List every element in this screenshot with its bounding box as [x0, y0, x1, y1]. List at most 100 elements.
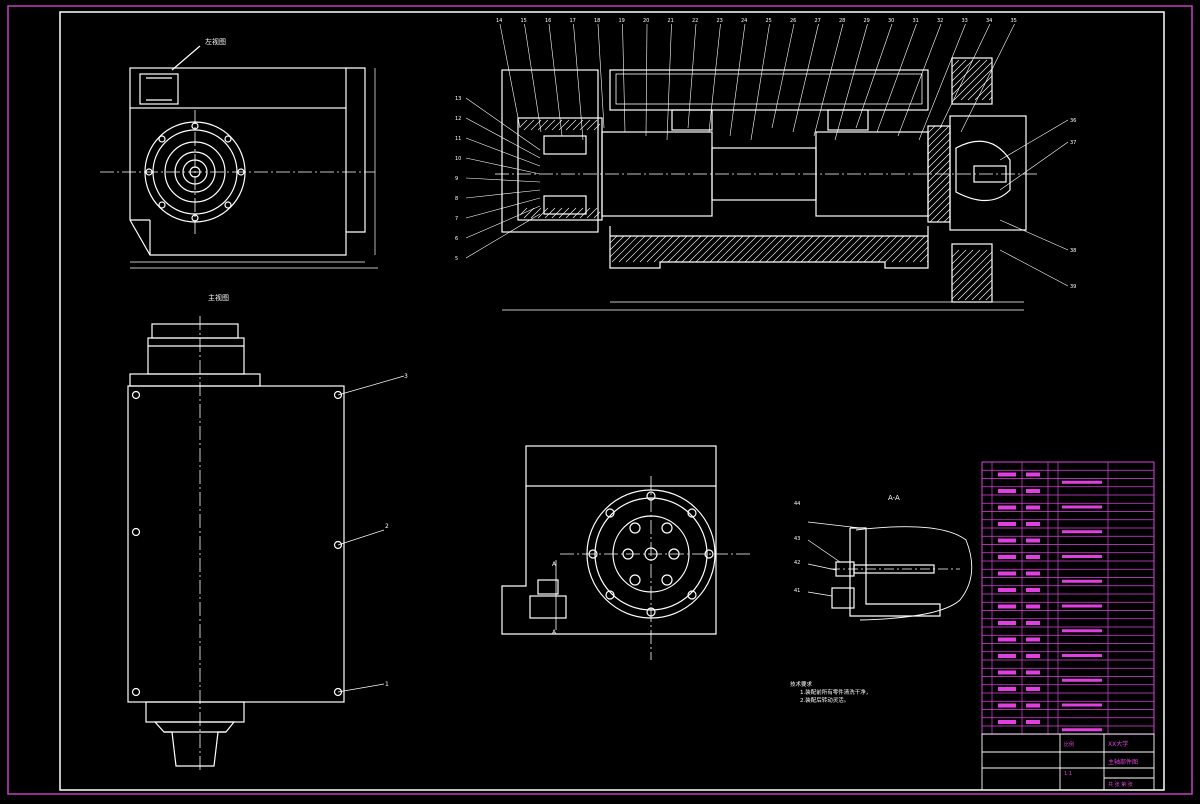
section-bearings [543, 109, 869, 215]
hatch-line [835, 235, 863, 263]
section-marker-bottom: A [552, 629, 557, 636]
parts-list-table [981, 461, 1155, 735]
side-view-title: 左视图 [205, 37, 226, 46]
balloon-21: 21 [668, 18, 674, 24]
hatch-line [974, 82, 993, 101]
leader-line [750, 23, 770, 141]
hatch-line [709, 235, 737, 263]
parts-list-cell-fill [998, 621, 1016, 625]
balloon-25: 25 [766, 18, 772, 24]
leader-line [855, 23, 893, 129]
hatch-line [537, 207, 549, 219]
hatch-line [856, 235, 884, 263]
hatch-line [951, 59, 960, 68]
parts-list-cell-fill [998, 687, 1016, 691]
leader-line [573, 23, 584, 141]
leader-line [813, 23, 844, 137]
hatch-line [926, 260, 929, 263]
balloon-6: 6 [455, 236, 458, 242]
parts-list-cell-fill [1062, 678, 1102, 682]
hatch-line [786, 235, 814, 263]
hatch-line [744, 235, 772, 263]
leader-line [465, 213, 541, 259]
hatch-line [842, 235, 870, 263]
hatch-line [905, 239, 929, 263]
parts-list-cell-fill [1026, 538, 1040, 543]
leader-line [999, 219, 1069, 251]
hatch-line [793, 235, 821, 263]
section-aa-title: A-A [888, 494, 900, 502]
hatch-line [681, 235, 709, 263]
front-view-screws [131, 390, 343, 697]
balloon-23: 23 [717, 18, 723, 24]
leader-line [622, 23, 626, 133]
parts-list-cell-fill [998, 472, 1016, 477]
parts-list-cell-fill [1026, 703, 1040, 708]
hatch-line [927, 125, 943, 141]
hatch-line [688, 235, 716, 263]
hatch-line [523, 119, 535, 131]
parts-list-cell-fill [1026, 654, 1040, 658]
parts-list-cell-fill [998, 654, 1016, 658]
balloon-27: 27 [815, 18, 821, 24]
balloon-17: 17 [570, 18, 576, 24]
balloon-11: 11 [455, 136, 461, 142]
title-block-scale-value: 1:1 [1064, 771, 1072, 777]
parts-list-cell-fill [998, 637, 1016, 642]
leader-line [999, 141, 1069, 191]
parts-list-cell-fill [1062, 579, 1102, 583]
title-block-sheet: 共 张 第 张 [1108, 781, 1133, 788]
leader-line [939, 23, 991, 129]
hatch-line [951, 249, 988, 286]
hatch-line [632, 235, 660, 263]
parts-list-cell-fill [1026, 505, 1040, 510]
leader-line [708, 23, 721, 133]
hatch-line [530, 207, 542, 219]
hatch-line [951, 258, 993, 300]
hatch-line [579, 119, 591, 131]
hatch-line [951, 59, 967, 75]
hatch-line [653, 235, 681, 263]
hatch-line [730, 235, 758, 263]
hatch-line [609, 235, 618, 244]
hatch-line [957, 265, 993, 301]
hatch-line [870, 235, 898, 263]
leader-line [834, 23, 868, 141]
title-block [981, 733, 1155, 791]
leader-line [645, 23, 648, 137]
parts-list-cell-fill [998, 670, 1016, 675]
balloon-8: 8 [455, 196, 458, 202]
hatch-line [877, 235, 905, 263]
parts-list-cell-fill [1026, 720, 1040, 724]
main-section-view [495, 57, 1040, 311]
balloon-7: 7 [455, 216, 458, 222]
hatch-line [586, 119, 598, 131]
hatch-line [884, 235, 912, 263]
leader-line [999, 119, 1069, 161]
balloon-5: 5 [455, 256, 458, 262]
parts-list-cell-fill [1026, 621, 1040, 625]
hatch-line [927, 152, 951, 176]
parts-list-cell-fill [1026, 555, 1040, 559]
leader-line [465, 97, 541, 151]
balloon-30: 30 [888, 18, 894, 24]
hatch-line [981, 89, 993, 101]
hatch-line [618, 235, 646, 263]
parts-list-cell-fill [1026, 670, 1040, 675]
hatch-line [927, 131, 951, 155]
hatch-line [951, 249, 967, 265]
hatch-line [586, 207, 598, 219]
leader-line [897, 23, 942, 137]
parts-list-cell-fill [1062, 654, 1102, 657]
hatch-line [927, 138, 951, 162]
hatch-line [927, 187, 951, 211]
balloon-36: 36 [1070, 118, 1076, 124]
leader-line [465, 137, 541, 167]
leader-line [499, 23, 521, 129]
hatch-line [572, 207, 584, 219]
balloon-13: 13 [455, 96, 461, 102]
leader-line [960, 23, 1015, 133]
balloon-26: 26 [790, 18, 796, 24]
hatch-line [951, 249, 960, 258]
